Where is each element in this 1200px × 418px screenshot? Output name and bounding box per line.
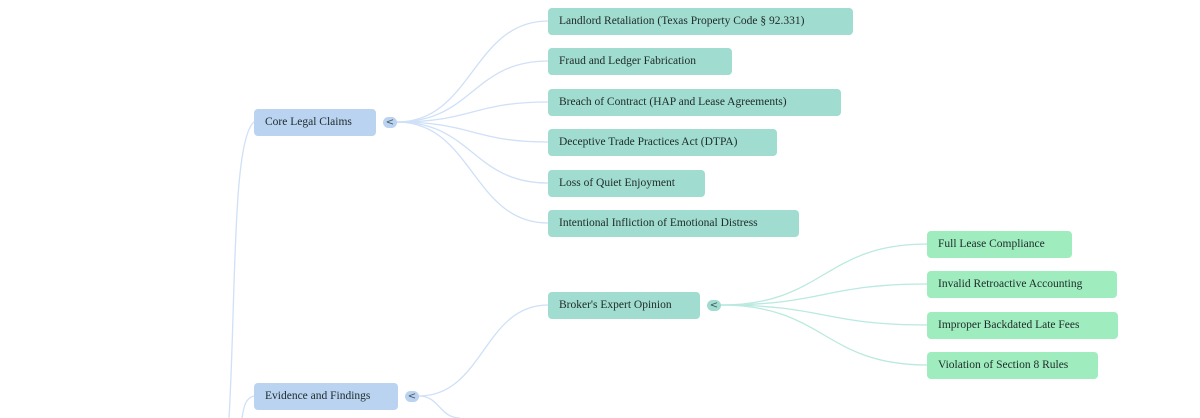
node-violation-section-8-rules[interactable]: Violation of Section 8 Rules <box>927 352 1098 379</box>
node-breach-of-contract[interactable]: Breach of Contract (HAP and Lease Agreem… <box>548 89 841 116</box>
edge-broker-child-3 <box>720 304 928 366</box>
collapse-toggle-core-legal-claims[interactable]: < <box>383 117 397 128</box>
edge-root-evidence-and-findings <box>241 395 255 418</box>
edge-evidence-offscreen <box>418 395 461 418</box>
edge-broker-child-2 <box>720 304 928 326</box>
edge-root-core-legal-claims <box>228 121 255 418</box>
edge-core-claim-4 <box>396 121 549 184</box>
node-invalid-retroactive-accounting[interactable]: Invalid Retroactive Accounting <box>927 271 1117 298</box>
collapse-toggle-evidence-and-findings[interactable]: < <box>405 391 419 402</box>
edge-core-claim-2 <box>396 101 549 123</box>
node-loss-of-quiet-enjoyment[interactable]: Loss of Quiet Enjoyment <box>548 170 705 197</box>
node-core-legal-claims[interactable]: Core Legal Claims <box>254 109 376 136</box>
node-emotional-distress[interactable]: Intentional Infliction of Emotional Dist… <box>548 210 799 237</box>
node-evidence-and-findings[interactable]: Evidence and Findings <box>254 383 398 410</box>
node-landlord-retaliation[interactable]: Landlord Retaliation (Texas Property Cod… <box>548 8 853 35</box>
node-improper-backdated-late-fees[interactable]: Improper Backdated Late Fees <box>927 312 1118 339</box>
edge-evidence-broker <box>418 304 549 397</box>
edge-broker-child-0 <box>720 243 928 306</box>
node-brokers-expert-opinion[interactable]: Broker's Expert Opinion <box>548 292 700 319</box>
node-full-lease-compliance[interactable]: Full Lease Compliance <box>927 231 1072 258</box>
edge-core-claim-5 <box>396 121 549 224</box>
node-fraud-ledger-fabrication[interactable]: Fraud and Ledger Fabrication <box>548 48 732 75</box>
edge-core-claim-3 <box>396 121 549 143</box>
collapse-toggle-brokers-expert-opinion[interactable]: < <box>707 300 721 311</box>
edge-core-claim-1 <box>396 60 549 123</box>
node-dtpa[interactable]: Deceptive Trade Practices Act (DTPA) <box>548 129 777 156</box>
edge-core-claim-0 <box>396 20 549 123</box>
edge-broker-child-1 <box>720 283 928 306</box>
